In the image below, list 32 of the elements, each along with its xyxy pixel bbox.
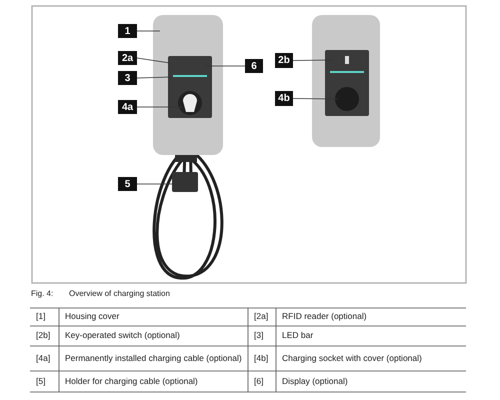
leader-line (136, 76, 172, 78)
item-description: Display (optional) (281, 374, 349, 388)
item-description: Permanently installed charging cable (optional) (64, 352, 243, 365)
item-number: [1] (35, 310, 46, 324)
leader-line (136, 30, 160, 32)
item-description: Charging socket with cover (optional) (281, 352, 423, 365)
item-number: [4b] (253, 352, 270, 365)
callout-number: 1 (118, 24, 137, 38)
item-number: [2b] (35, 329, 52, 342)
item-description: RFID reader (optional) (281, 310, 368, 324)
callout-number: 2b (275, 53, 293, 68)
callout-number: 5 (118, 177, 137, 191)
item-description: Key-operated switch (optional) (64, 329, 181, 342)
item-description: Housing cover (64, 310, 120, 324)
figure-number: Fig. 4: (31, 290, 54, 299)
leader-line (292, 60, 334, 61)
item-number: [3] (253, 329, 264, 342)
callout-number: 4b (275, 91, 293, 106)
item-description: LED bar (281, 329, 314, 342)
item-number: [4a] (35, 352, 52, 365)
leader-line (136, 106, 182, 108)
item-number: [2a] (253, 310, 270, 324)
callout-number: 3 (118, 71, 137, 85)
callout-number: 2a (118, 51, 137, 65)
item-description: Holder for charging cable (optional) (64, 374, 199, 388)
figure-caption: Overview of charging station (69, 290, 170, 299)
item-number: [5] (35, 374, 46, 388)
item-number: [6] (253, 374, 264, 388)
leader-line (136, 58, 170, 64)
leader-line (292, 98, 338, 100)
callout-number: 6 (245, 59, 263, 73)
callout-number: 4a (118, 100, 137, 114)
